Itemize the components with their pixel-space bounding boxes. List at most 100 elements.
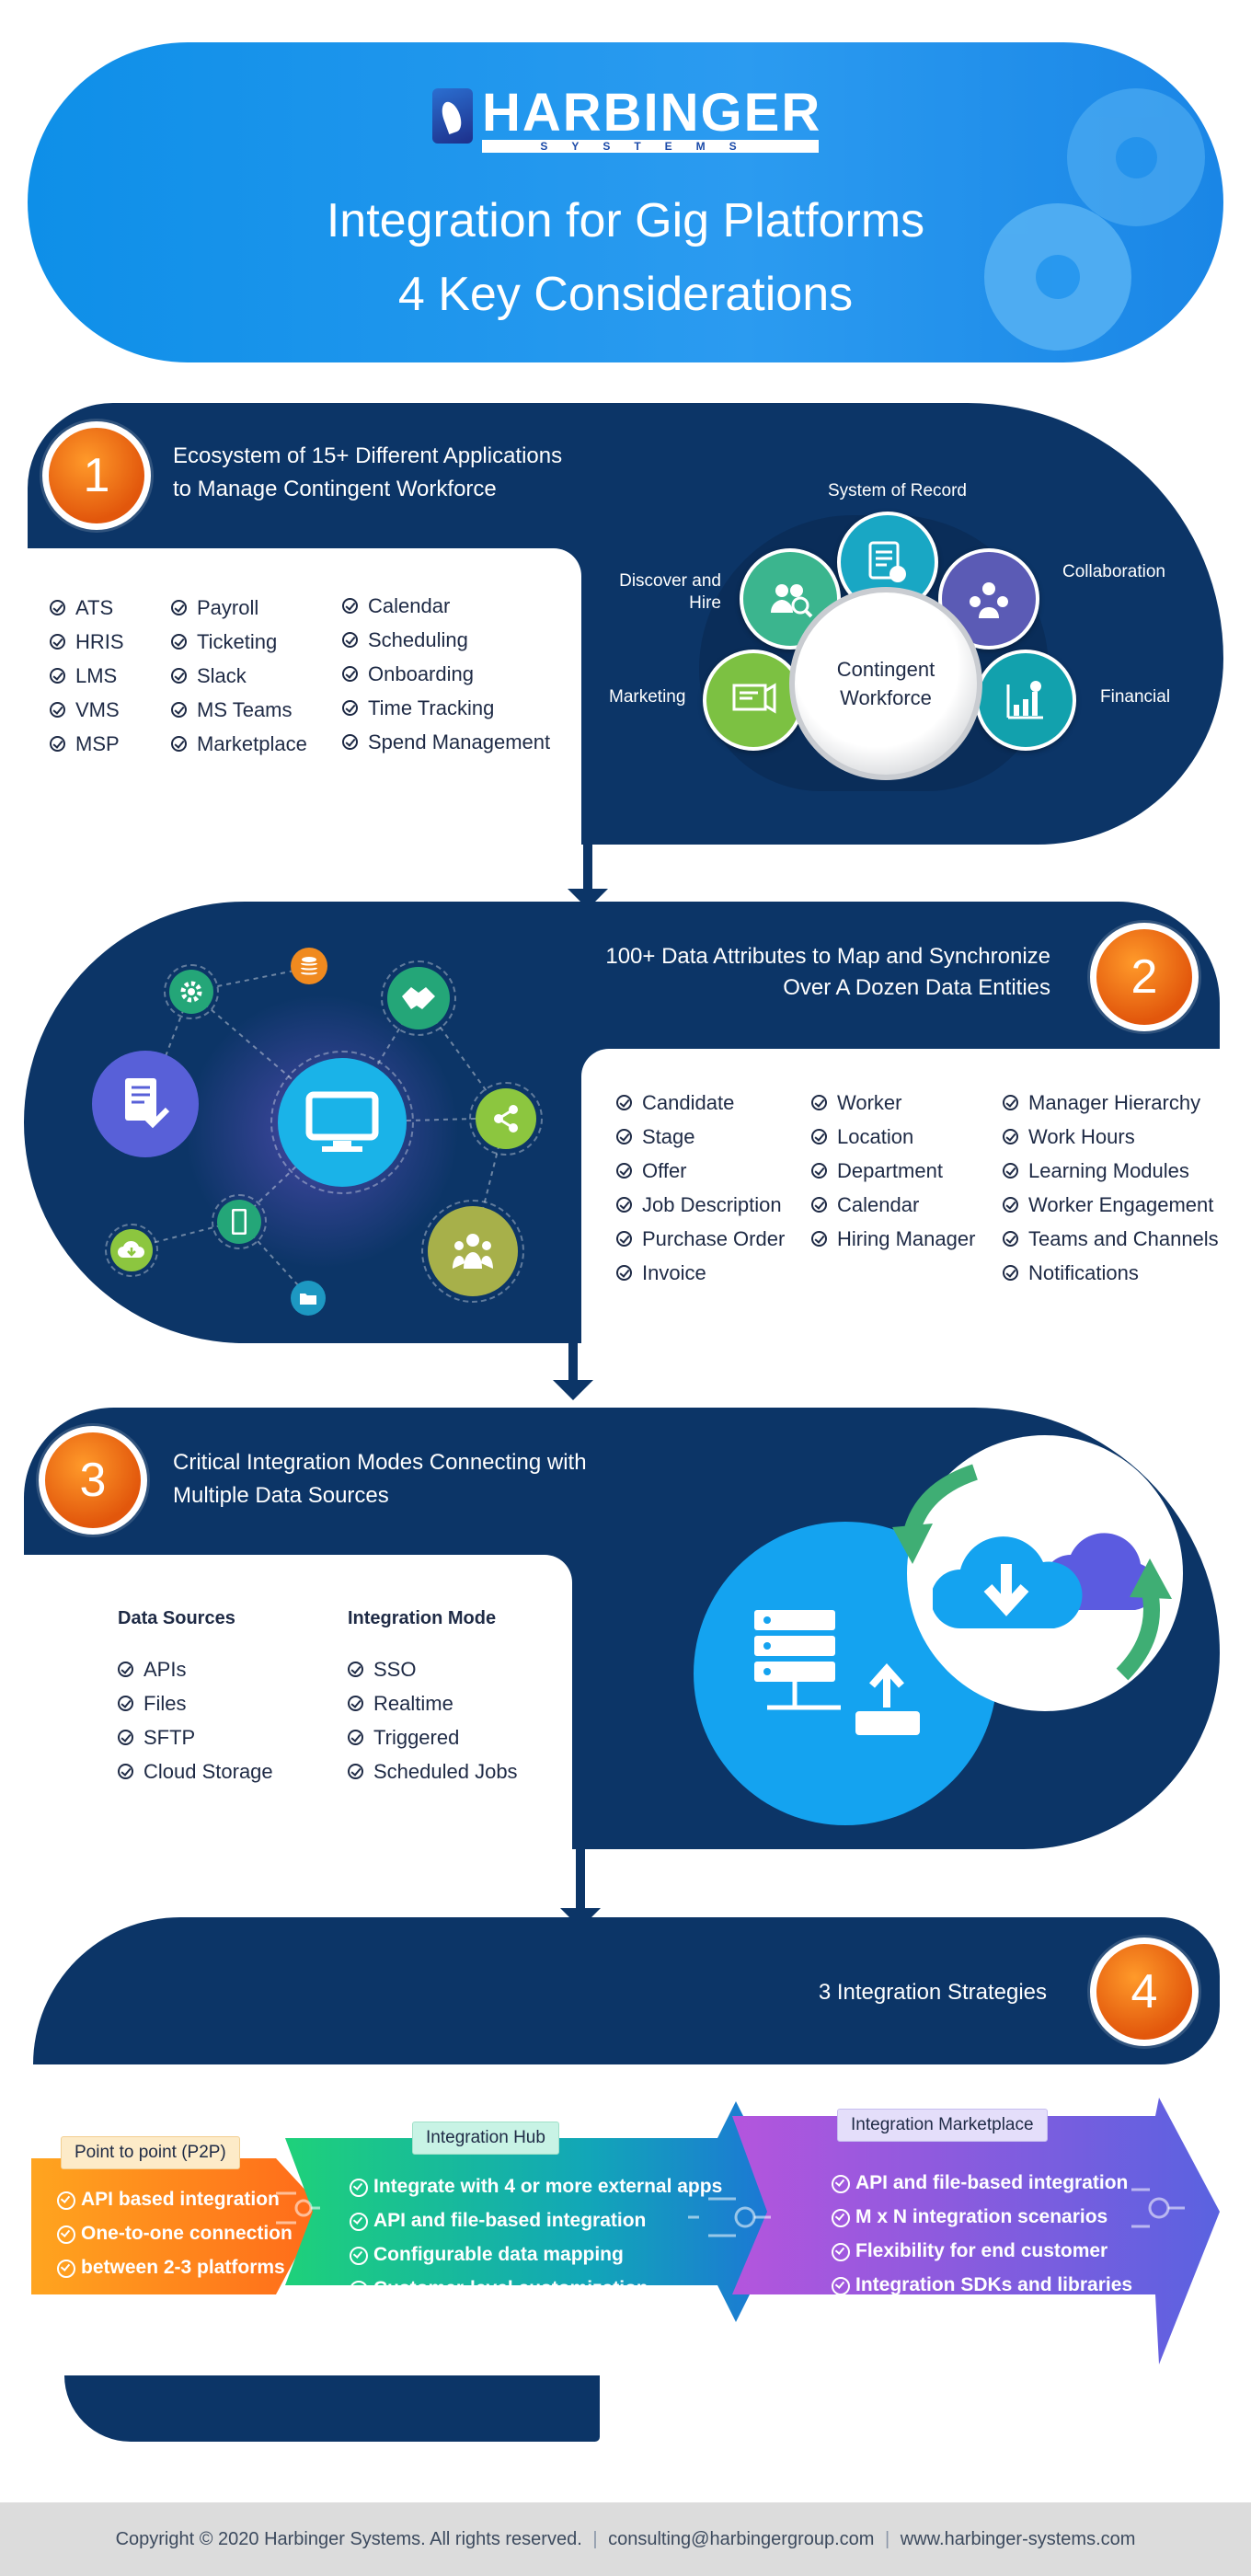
gear-icon <box>1067 88 1205 226</box>
label-marketing: Marketing <box>609 687 686 707</box>
section2-list-col1: Candidate Stage Offer Job Description Pu… <box>616 1086 785 1290</box>
list-item: Offer <box>616 1154 785 1188</box>
data-sources-list: APIs Files SFTP Cloud Storage <box>118 1652 273 1788</box>
check-icon <box>811 1231 827 1247</box>
harbinger-logo[interactable]: HARBINGER SYSTEMS <box>432 85 828 153</box>
document-check-icon <box>92 1051 199 1157</box>
list-item: Integration SDKs and libraries <box>832 2268 1132 2302</box>
arrow-down-icon <box>553 1380 593 1400</box>
footer-separator: | <box>592 2529 598 2549</box>
check-icon <box>811 1129 827 1144</box>
list-item: Cloud Storage <box>118 1754 273 1788</box>
marketplace-list: API and file-based integration M x N int… <box>832 2166 1132 2302</box>
check-icon <box>50 736 65 752</box>
financial-icon <box>975 650 1076 751</box>
ecosystem-diagram: Contingent Workforce <box>607 478 1214 810</box>
list-item: Hiring Manager <box>811 1222 975 1256</box>
connector-line <box>583 845 592 892</box>
list-item: API and file-based integration <box>350 2203 722 2237</box>
step-number-badge: 2 <box>1090 923 1199 1031</box>
data-network-graphic <box>74 920 552 1325</box>
check-icon <box>118 1764 133 1779</box>
section4-panel <box>33 1917 1220 2064</box>
hub-tag: Integration Hub <box>412 2122 559 2155</box>
gear-icon <box>984 203 1131 351</box>
list-item: HRIS <box>50 625 124 659</box>
check-icon <box>171 736 187 752</box>
p2p-list: API based integration One-to-one connect… <box>57 2182 293 2284</box>
check-icon <box>1003 1265 1018 1281</box>
check-icon <box>811 1163 827 1179</box>
list-item: Slack <box>171 659 307 693</box>
step-number-badge: 4 <box>1090 1938 1199 2046</box>
check-icon <box>118 1662 133 1677</box>
list-item: Location <box>811 1120 975 1154</box>
list-item: APIs <box>118 1652 273 1686</box>
list-item: MS Teams <box>171 693 307 727</box>
check-icon <box>616 1163 632 1179</box>
list-item: Candidate <box>616 1086 785 1120</box>
step-number-badge: 3 <box>39 1426 147 1535</box>
section4-bottom-bar <box>64 2375 600 2442</box>
hub-label-line1: Contingent <box>836 658 935 681</box>
website-link[interactable]: www.harbinger-systems.com <box>900 2529 1136 2549</box>
computer-icon <box>278 1058 407 1187</box>
logo-subtext: SYSTEMS <box>482 140 819 153</box>
p2p-tag: Point to point (P2P) <box>61 2136 240 2169</box>
list-item: Spend Management <box>342 725 550 759</box>
list-item: Integrate with 4 or more external apps <box>350 2169 722 2203</box>
section4-title: 3 Integration Strategies <box>818 1980 1047 2005</box>
check-icon <box>811 1197 827 1213</box>
list-item: Work Hours <box>1003 1120 1219 1154</box>
page-title-line1: Integration for Gig Platforms <box>326 194 925 247</box>
check-icon <box>1003 1197 1018 1213</box>
list-item: Scheduled Jobs <box>348 1754 518 1788</box>
step-number-badge: 1 <box>42 421 151 530</box>
check-icon <box>348 1764 363 1779</box>
list-item: Scheduling <box>342 623 550 657</box>
list-item: Manager Hierarchy <box>1003 1086 1219 1120</box>
hub-label-line2: Workforce <box>840 686 932 709</box>
label-discover-line1: Discover and <box>619 571 721 591</box>
list-item: Calendar <box>342 589 550 623</box>
list-item: Job Description <box>616 1188 785 1222</box>
list-item: MSP <box>50 727 124 761</box>
check-icon <box>171 600 187 615</box>
integration-modes-list: SSO Realtime Triggered Scheduled Jobs <box>348 1652 518 1788</box>
check-icon <box>616 1129 632 1144</box>
list-item: Ticketing <box>171 625 307 659</box>
check-icon <box>50 702 65 718</box>
label-system-of-record: System of Record <box>828 481 967 500</box>
list-item: Teams and Channels <box>1003 1222 1219 1256</box>
footer-separator: | <box>885 2529 890 2549</box>
section2-list-col3: Manager Hierarchy Work Hours Learning Mo… <box>1003 1086 1219 1290</box>
label-discover-hire: Discover and Hire <box>607 570 721 615</box>
mobile-icon <box>217 1200 261 1244</box>
label-discover-line2: Hire <box>689 593 721 613</box>
section2-title-line2: Over A Dozen Data Entities <box>783 975 1050 1000</box>
check-icon <box>811 1095 827 1110</box>
email-link[interactable]: consulting@harbingergroup.com <box>608 2529 875 2549</box>
section1-title-line2: to Manage Contingent Workforce <box>173 477 497 501</box>
list-item: Invoice <box>616 1256 785 1290</box>
list-item: API based integration <box>57 2182 293 2216</box>
list-item: Stage <box>616 1120 785 1154</box>
check-icon <box>171 634 187 650</box>
section2-list-col2: Worker Location Department Calendar Hiri… <box>811 1086 975 1256</box>
list-item: Onboarding <box>342 657 550 691</box>
list-item: SFTP <box>118 1720 273 1754</box>
list-item: Flexibility for end customer <box>832 2234 1132 2268</box>
section1-title-line1: Ecosystem of 15+ Different Applications <box>173 443 563 468</box>
list-item: Worker Engagement <box>1003 1188 1219 1222</box>
check-icon <box>616 1265 632 1281</box>
gear-icon <box>169 970 213 1014</box>
list-item: Triggered <box>348 1720 518 1754</box>
check-icon <box>118 1696 133 1711</box>
check-icon <box>616 1197 632 1213</box>
label-financial: Financial <box>1100 687 1171 707</box>
connector-line <box>568 1343 578 1382</box>
list-item: Payroll <box>171 591 307 625</box>
header-banner <box>28 42 1223 362</box>
section2-title-line1: 100+ Data Attributes to Map and Synchron… <box>605 944 1050 969</box>
handshake-icon <box>387 967 450 1029</box>
